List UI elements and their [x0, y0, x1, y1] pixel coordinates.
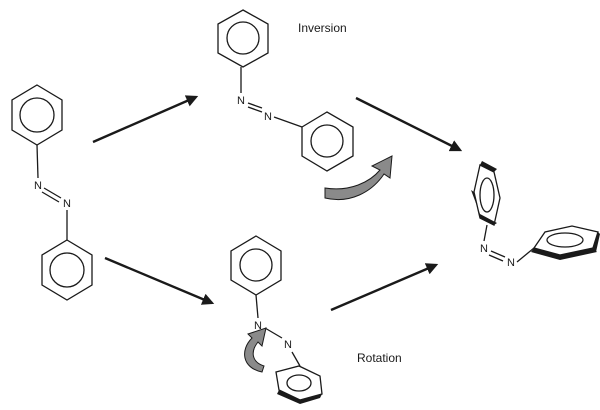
- nitrogen-label: N: [284, 339, 292, 351]
- n-n-double-bond: [488, 250, 506, 262]
- curved-arrow-icon: [324, 155, 393, 200]
- nitrogen-label: N: [507, 257, 515, 269]
- arrow-rotation-to-product: [330, 263, 439, 312]
- arrow-inversion-to-product: [355, 96, 463, 152]
- arrow-to-inversion: [92, 95, 199, 144]
- curved-arrow-icon: [244, 327, 267, 373]
- nitrogen-label: N: [63, 198, 71, 210]
- n-n-double-bond: [41, 187, 62, 203]
- nitrogen-label: N: [254, 320, 262, 332]
- c-n-bond: [483, 224, 488, 242]
- benzene-ring-perspective-left: [471, 161, 501, 226]
- n-n-bond: [264, 327, 283, 339]
- benzene-ring-perspective-right: [531, 225, 600, 260]
- c-n-bond: [516, 247, 535, 263]
- nitrogen-label: N: [264, 111, 272, 123]
- rotation-label: Rotation: [357, 351, 402, 365]
- c-n-bond: [273, 116, 303, 128]
- benzene-ring-upper: [217, 9, 269, 68]
- nitrogen-label: N: [480, 243, 488, 255]
- nitrogen-label: N: [237, 95, 245, 107]
- benzene-ring-top: [11, 84, 63, 146]
- c-n-bond: [291, 351, 301, 367]
- c-n-bond: [36, 144, 39, 179]
- inversion-intermediate: N N: [217, 9, 354, 172]
- benzene-ring-upper: [230, 235, 282, 296]
- benzene-ring-bottom: [41, 239, 93, 301]
- n-n-double-bond: [247, 102, 263, 113]
- c-n-bond: [255, 294, 259, 319]
- product-molecule: N N: [471, 161, 600, 269]
- starting-molecule: N N: [11, 84, 93, 301]
- arrow-to-rotation: [104, 256, 215, 305]
- inversion-label: Inversion: [298, 21, 347, 35]
- benzene-ring-lower: [301, 111, 354, 172]
- benzene-ring-perspective: [275, 365, 323, 404]
- nitrogen-label: N: [34, 180, 42, 192]
- rotation-intermediate: N N: [230, 235, 323, 404]
